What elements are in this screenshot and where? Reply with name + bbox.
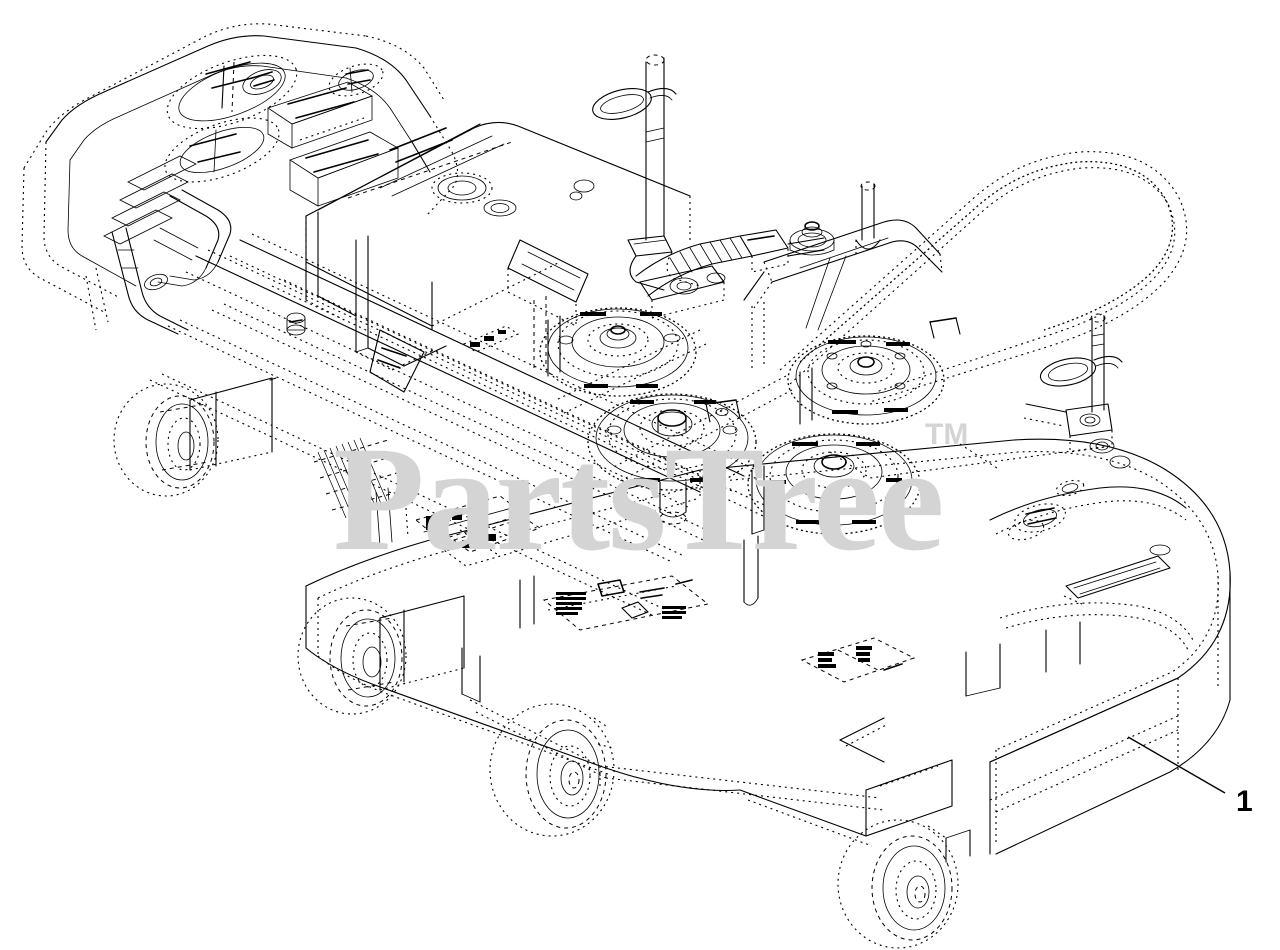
spindle-pulley-right [747,433,921,535]
front-linkage [85,227,189,335]
retaining-ring [592,87,677,120]
belt-guides-and-fasteners [705,302,1131,469]
idler-pulley-right [787,335,945,425]
engine-valve-cover [289,131,399,207]
warning-decal-center [542,575,710,631]
fastener-cluster [286,312,306,336]
engine-deck-assembly [21,23,459,335]
blower-housing [164,117,280,183]
arm-pivot-bolt [789,221,835,256]
hood-latch-bracket [144,189,232,291]
deck-cover-detail [989,479,1195,651]
cooling-fin-hatching [313,437,409,547]
hitch-pin-with-ring [592,54,701,291]
chassis-plate-assembly [286,121,691,393]
drive-belt [555,151,1188,483]
leader-line-1 [1127,736,1226,794]
decal-chassis [452,517,542,553]
muffler-shield [267,81,373,149]
spindle-pulley-upper-left [533,296,697,397]
deck-lift-arm [743,181,943,331]
spindle-pulley-center [587,393,757,525]
left-rear-gauge-wheel [297,595,465,715]
caster-wheel-front-left [489,703,615,837]
deck-lower-seams [469,677,1179,813]
decal-right [800,637,916,683]
engine-top-detail [166,54,384,130]
belt-tension-rod [1023,313,1123,453]
left-gauge-wheel [113,377,277,497]
bellows-boot-assembly [635,229,825,319]
caster-wheel-front-right [837,819,971,949]
frame-rails [149,233,789,617]
callout-number-1: 1 [1236,785,1253,818]
decal-left [414,495,526,541]
